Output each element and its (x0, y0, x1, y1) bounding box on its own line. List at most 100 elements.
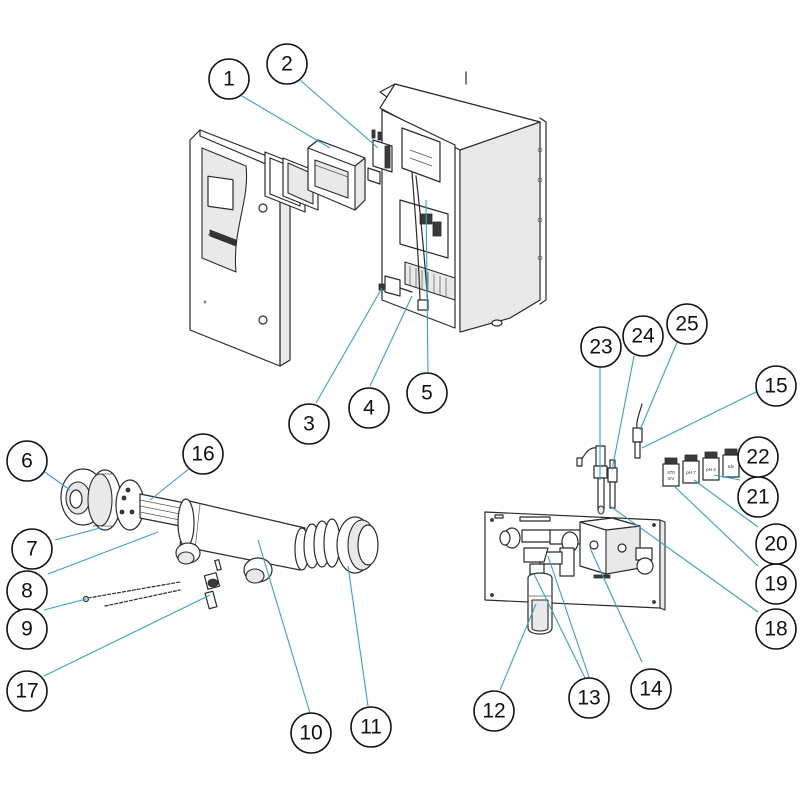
callout-24: 24 (622, 315, 664, 357)
svg-text:pH 4: pH 4 (706, 467, 716, 472)
callout-21: 21 (737, 476, 779, 518)
callout-19: 19 (755, 563, 797, 605)
callout-label-20: 20 (764, 533, 787, 556)
callout-label-18: 18 (764, 618, 787, 641)
heatsink (404, 261, 456, 301)
leader-10 (257, 539, 311, 714)
callout-4: 4 (348, 387, 390, 429)
leader-12 (499, 603, 537, 691)
leader-9 (43, 597, 91, 611)
leader-24 (611, 355, 635, 471)
electrolysis-cell-assembly (60, 468, 379, 610)
callout-16: 16 (182, 433, 224, 475)
leader-4 (369, 295, 413, 387)
callout-7: 7 (11, 528, 53, 570)
callout-23: 23 (580, 326, 622, 368)
leader-20 (693, 479, 759, 528)
leader-18 (609, 505, 759, 613)
callout-label-2: 2 (281, 53, 293, 76)
cell-port-right (243, 557, 273, 584)
svg-text:tdv: tdv (728, 464, 735, 469)
callout-label-16: 16 (191, 443, 214, 466)
callout-label-21: 21 (746, 486, 769, 509)
union-nut-right (336, 516, 379, 574)
callout-11: 11 (350, 706, 392, 748)
leader-16 (149, 467, 191, 501)
leader-15 (641, 389, 761, 449)
svg-text:470: 470 (667, 470, 675, 475)
union-nut-left (87, 469, 122, 531)
probe-holder-block (579, 517, 654, 579)
buffer-bottle-22: tdv (722, 448, 740, 478)
sensor-fitting (203, 559, 222, 610)
leader-8 (47, 531, 159, 575)
callout-label-8: 8 (21, 580, 33, 603)
svg-text:pH 7: pH 7 (686, 470, 696, 475)
callout-12: 12 (473, 690, 515, 732)
leader-13a (533, 573, 587, 681)
callouts: 1 2 3 4 5 6 7 8 9 10 11 12 13 14 15 16 1… (6, 43, 797, 754)
leader-21 (713, 474, 741, 481)
callout-2: 2 (266, 43, 308, 85)
bellows-coupling (303, 518, 341, 569)
callout-label-17: 17 (15, 680, 38, 703)
callout-label-9: 9 (21, 618, 33, 641)
cabinet-housing (379, 71, 547, 333)
callout-label-6: 6 (21, 450, 33, 473)
leader-3 (315, 287, 383, 404)
callout-label-13: 13 (577, 687, 600, 710)
callout-label-19: 19 (764, 573, 787, 596)
callout-label-10: 10 (299, 722, 322, 745)
buffer-bottle-21: pH 4 (702, 451, 720, 481)
control-unit-assembly: ASTRALPOOL (189, 71, 547, 367)
leader-17 (43, 594, 211, 677)
dosing-panel-assembly: 470 mV pH 7 pH 4 tdv (484, 403, 740, 635)
callout-18: 18 (755, 608, 797, 650)
callout-label-24: 24 (631, 325, 655, 348)
svg-text:mV: mV (668, 476, 675, 481)
leader-1 (241, 95, 331, 149)
cell-body (175, 498, 310, 610)
callout-label-22: 22 (746, 446, 769, 469)
callout-label-11: 11 (360, 716, 382, 739)
leader-14 (589, 547, 643, 663)
sensor-25 (632, 403, 643, 459)
callout-1: 1 (208, 58, 250, 100)
callout-label-25: 25 (675, 313, 698, 336)
callout-label-23: 23 (589, 336, 612, 359)
display-module (307, 139, 366, 211)
callout-13: 13 (568, 677, 610, 719)
callout-20: 20 (755, 523, 797, 565)
probe-24 (607, 459, 618, 509)
callout-10: 10 (290, 712, 332, 754)
probe-23 (576, 445, 608, 515)
callout-9: 9 (6, 608, 48, 650)
leader-19 (673, 485, 759, 567)
callout-label-14: 14 (639, 678, 663, 701)
callout-25: 25 (666, 303, 708, 345)
callout-label-7: 7 (26, 538, 38, 561)
callout-label-15: 15 (764, 375, 787, 398)
leader-lines (41, 79, 761, 714)
callout-14: 14 (630, 668, 672, 710)
callout-8: 8 (6, 570, 48, 612)
leader-6 (41, 469, 71, 491)
filter-cup (527, 572, 553, 635)
callout-5: 5 (406, 372, 448, 414)
terminal-block (378, 275, 413, 297)
cable-springs (82, 581, 181, 607)
callout-22: 22 (737, 436, 779, 478)
leader-7 (54, 527, 101, 541)
leader-2 (299, 79, 379, 149)
callout-label-12: 12 (482, 700, 505, 723)
buffer-bottle-20: pH 7 (682, 454, 700, 484)
cell-port-left (175, 542, 201, 565)
callout-17: 17 (6, 670, 48, 712)
callout-label-3: 3 (303, 413, 315, 436)
callout-6: 6 (6, 440, 48, 482)
callout-label-5: 5 (421, 382, 433, 405)
callout-label-4: 4 (363, 397, 375, 420)
callout-15: 15 (755, 365, 797, 407)
callout-label-1: 1 (223, 68, 235, 91)
